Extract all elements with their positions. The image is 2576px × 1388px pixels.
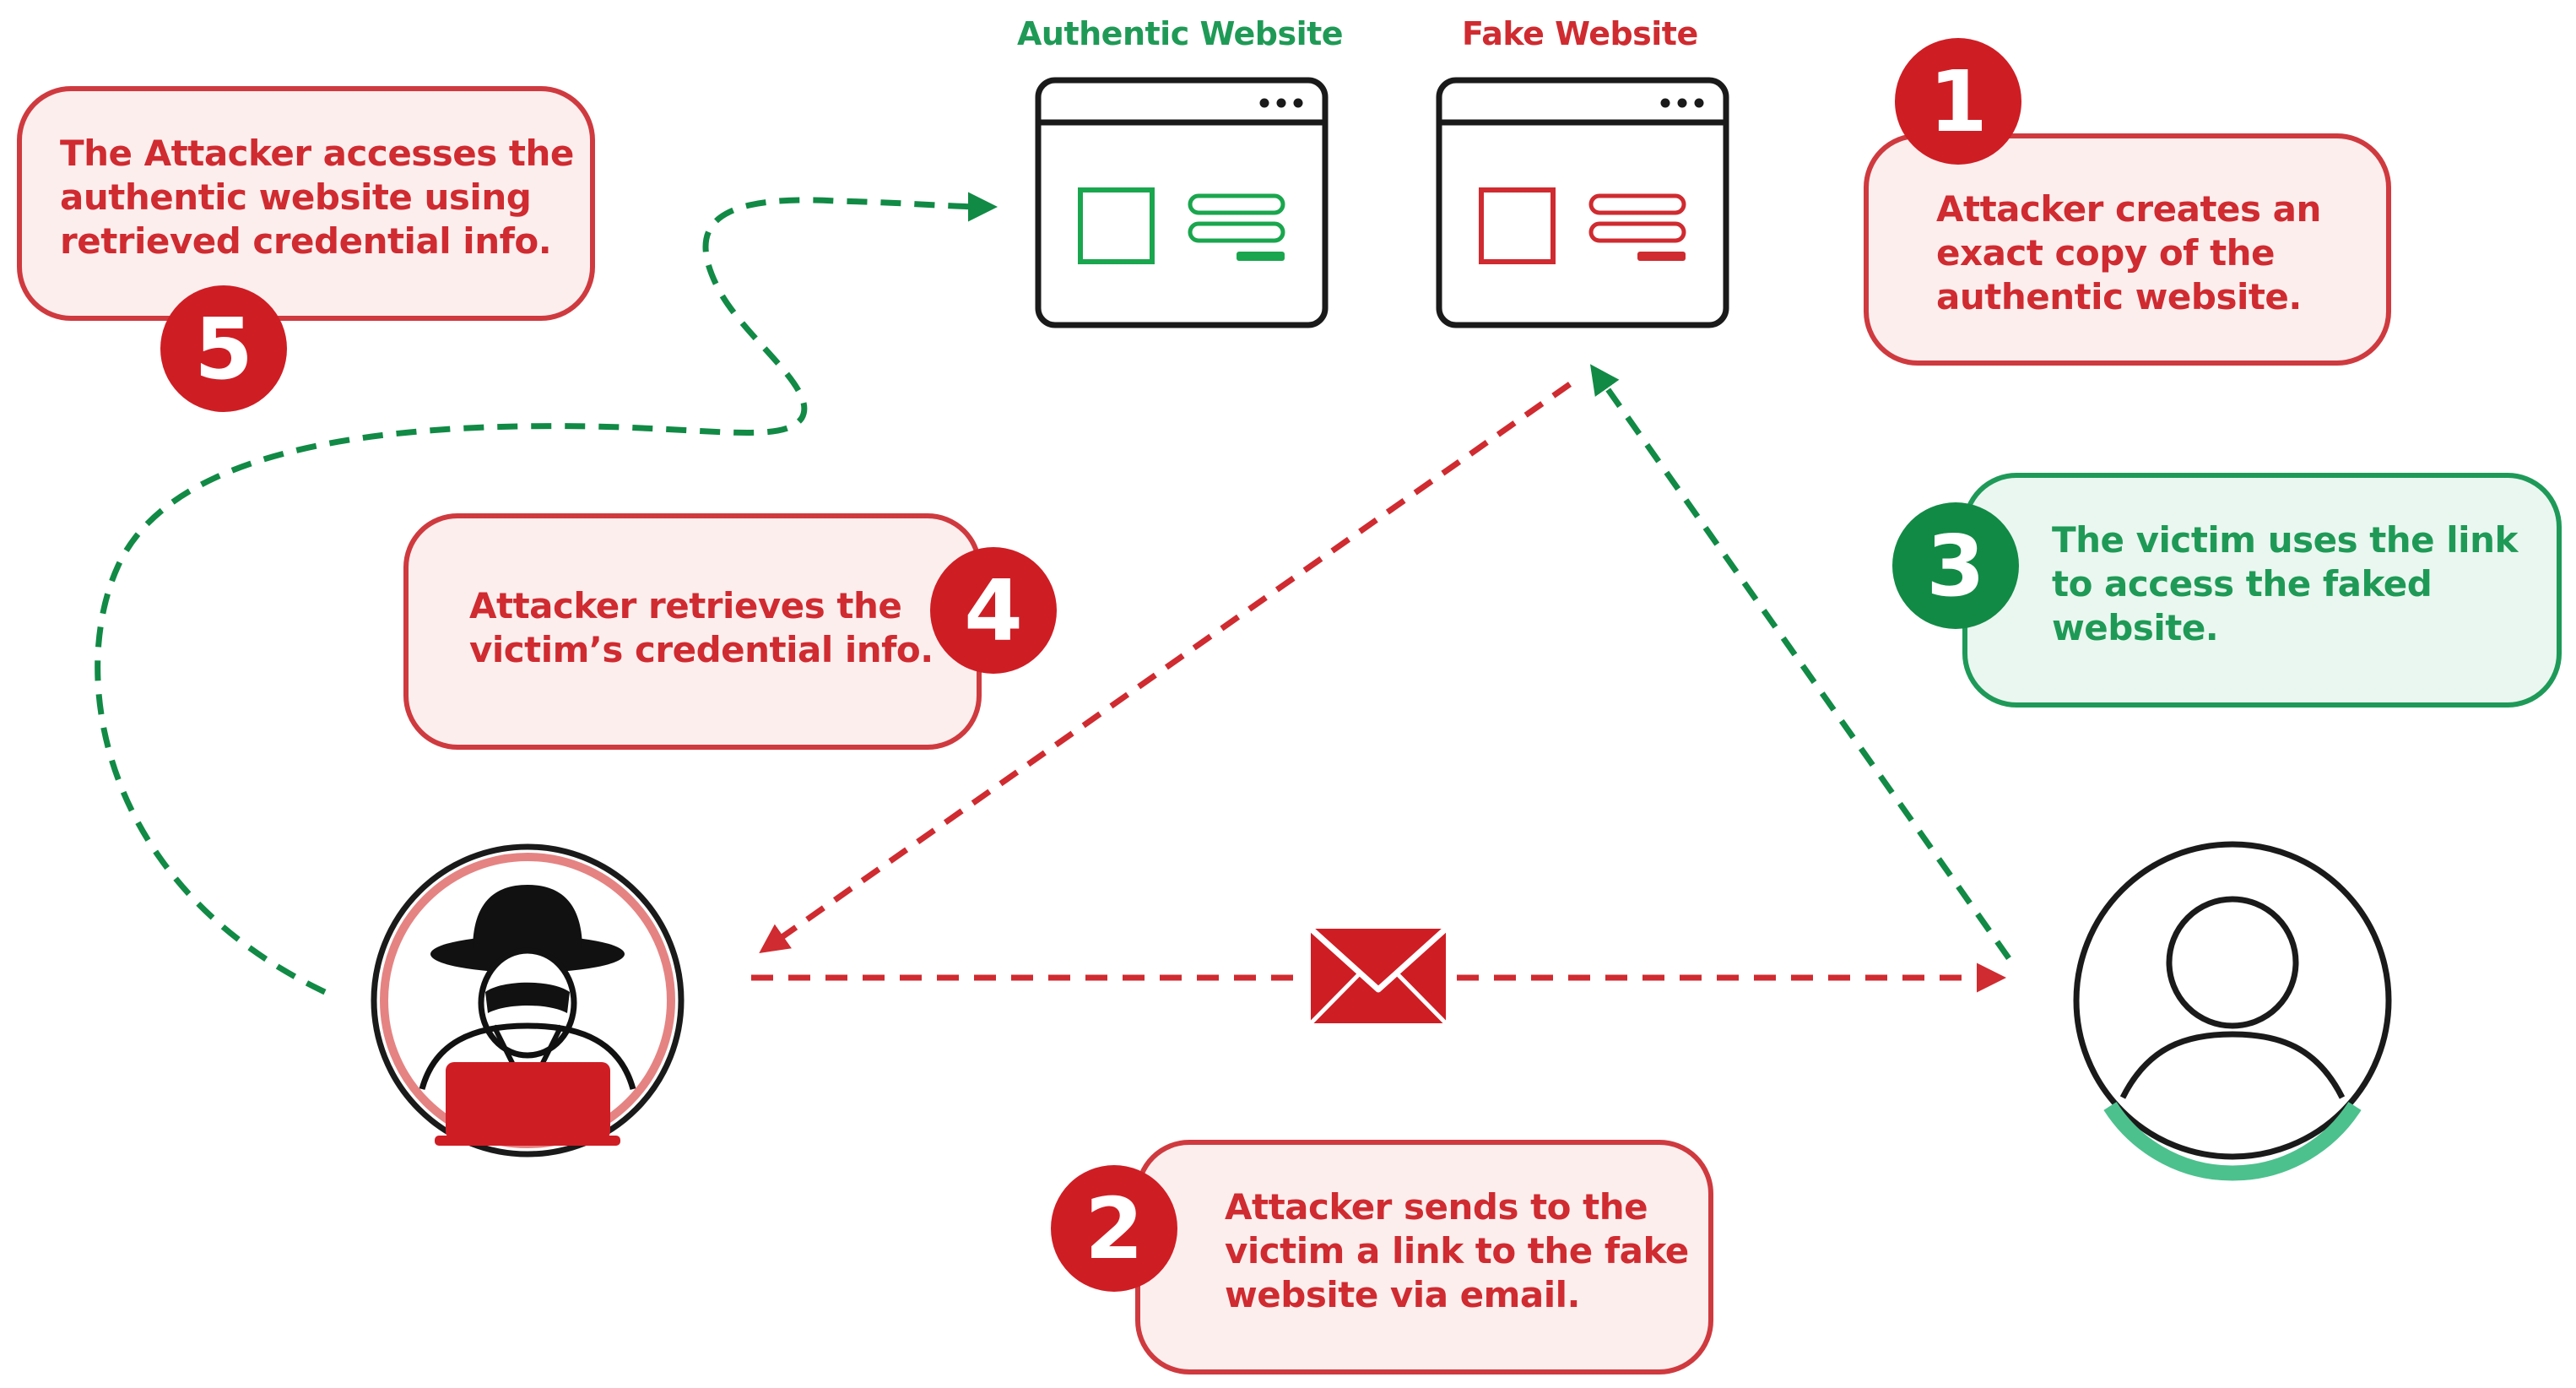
step-3-text: The victim uses the link to access the f… xyxy=(2052,519,2518,648)
attacker-hacker-icon xyxy=(371,843,685,1158)
arrow-victim-to-fake xyxy=(1589,364,2011,961)
victim-user-icon xyxy=(2073,841,2392,1181)
fake-website-window xyxy=(1436,77,1729,328)
step-3-callout: The victim uses the link to access the f… xyxy=(1962,473,2562,708)
step-2-callout: Attacker sends to the victim a link to t… xyxy=(1135,1140,1713,1374)
step-1-badge: 1 xyxy=(1895,38,2021,165)
authentic-website-label: Authentic Website xyxy=(1017,15,1344,52)
step-4-badge: 4 xyxy=(930,547,1057,674)
step-1-callout: Attacker creates an exact copy of the au… xyxy=(1864,133,2391,366)
step-3-badge: 3 xyxy=(1892,502,2019,629)
step-4-text: Attacker retrieves the victim’s credenti… xyxy=(469,585,934,670)
step-2-badge: 2 xyxy=(1051,1165,1177,1292)
envelope-icon xyxy=(1304,924,1452,1026)
step-4-callout: Attacker retrieves the victim’s credenti… xyxy=(403,513,982,750)
step-2-text: Attacker sends to the victim a link to t… xyxy=(1225,1186,1689,1315)
step-1-text: Attacker creates an exact copy of the au… xyxy=(1936,188,2321,317)
step-5-callout: The Attacker accesses the authentic webs… xyxy=(17,86,595,321)
arrow-attacker-to-authentic xyxy=(95,192,998,995)
fake-website-label: Fake Website xyxy=(1462,15,1698,52)
arrow-fake-to-attacker xyxy=(759,382,1572,954)
step-5-badge: 5 xyxy=(160,285,287,412)
step-5-text: The Attacker accesses the authentic webs… xyxy=(60,133,574,262)
authentic-website-window xyxy=(1035,77,1329,328)
